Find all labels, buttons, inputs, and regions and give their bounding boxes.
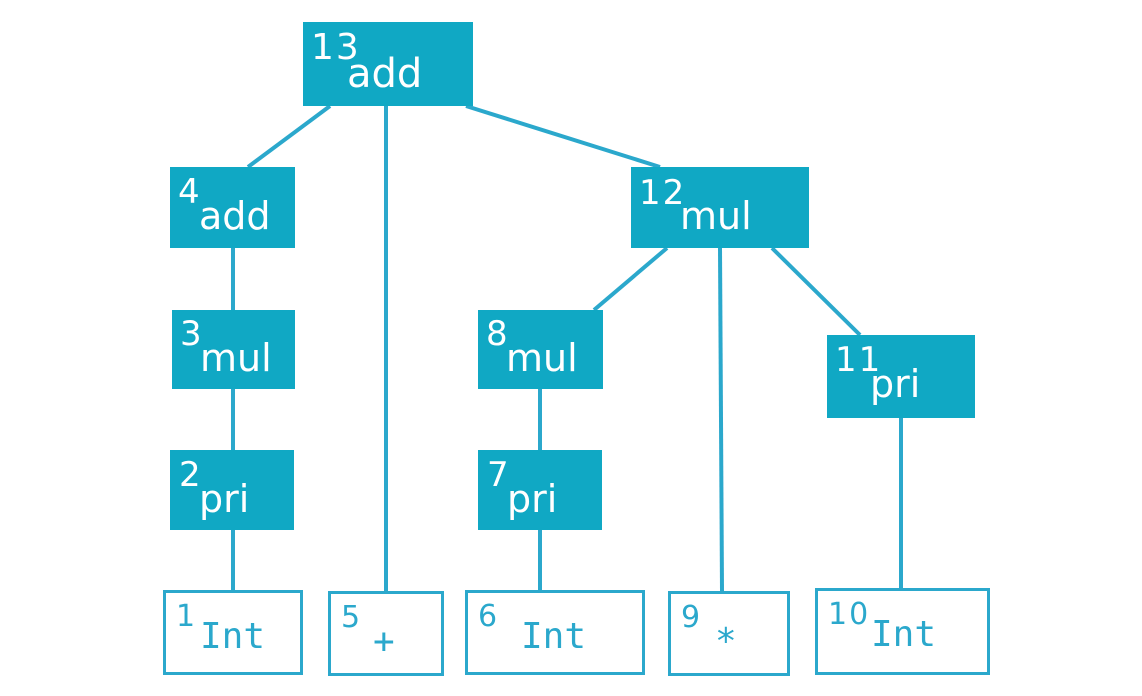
node-index: 5 xyxy=(341,600,363,635)
node-index: 9 xyxy=(681,600,703,635)
tree-edge xyxy=(770,246,862,337)
node-index: 8 xyxy=(486,314,510,354)
node-index: 3 xyxy=(180,314,204,354)
node-label: * xyxy=(715,621,737,662)
node-label: add xyxy=(199,194,271,238)
node-label: + xyxy=(373,621,395,662)
node-index: 1 xyxy=(176,599,198,634)
node-label: Int xyxy=(871,614,937,655)
node-index: 12 xyxy=(639,173,687,213)
node-index: 4 xyxy=(178,172,202,212)
node-label: Int xyxy=(200,616,266,657)
node-label: pri xyxy=(507,477,558,521)
node-index: 6 xyxy=(478,599,500,634)
tree-edge xyxy=(246,104,332,169)
tree-node-+-5[interactable]: 5+ xyxy=(328,591,444,676)
node-label: Int xyxy=(521,616,587,657)
node-index: 7 xyxy=(487,455,511,495)
tree-node-*-9[interactable]: 9* xyxy=(668,591,790,676)
node-label: mul xyxy=(506,336,578,380)
tree-edge xyxy=(592,246,669,312)
node-label: mul xyxy=(680,194,752,238)
node-label: pri xyxy=(870,362,921,406)
node-index: 13 xyxy=(311,27,361,68)
tree-node-Int-6[interactable]: 6 Int xyxy=(465,590,645,675)
node-label: add xyxy=(347,51,423,97)
node-label: pri xyxy=(199,477,250,521)
node-index: 2 xyxy=(179,455,203,495)
node-label: mul xyxy=(200,336,272,380)
tree-edge xyxy=(465,104,661,169)
node-index: 11 xyxy=(835,340,883,380)
node-index: 10 xyxy=(828,597,871,632)
tree-edge xyxy=(718,247,724,592)
